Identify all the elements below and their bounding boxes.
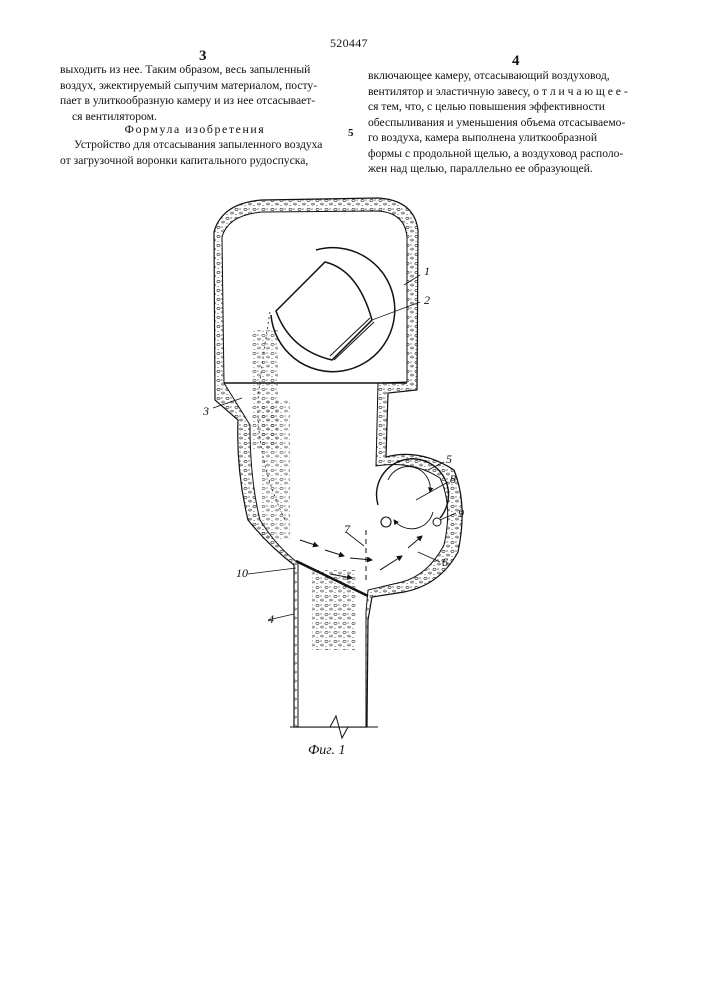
ref-number-1: 1	[424, 264, 430, 279]
material-stream-lower	[312, 570, 356, 650]
ref-number-4: 4	[268, 612, 274, 627]
ref-number-10: 10	[236, 566, 248, 581]
ref-number-3: 3	[203, 404, 209, 419]
ref-number-2: 2	[424, 293, 430, 308]
material-stream-mid	[262, 400, 290, 540]
ref-number-8: 8	[450, 472, 456, 487]
ref-number-5: 5	[446, 452, 452, 467]
figure-caption: Фиг. 1	[308, 743, 346, 759]
ref-number-6: 6	[442, 555, 448, 570]
ref-number-9: 9	[458, 506, 464, 521]
ref-number-7: 7	[344, 522, 350, 537]
